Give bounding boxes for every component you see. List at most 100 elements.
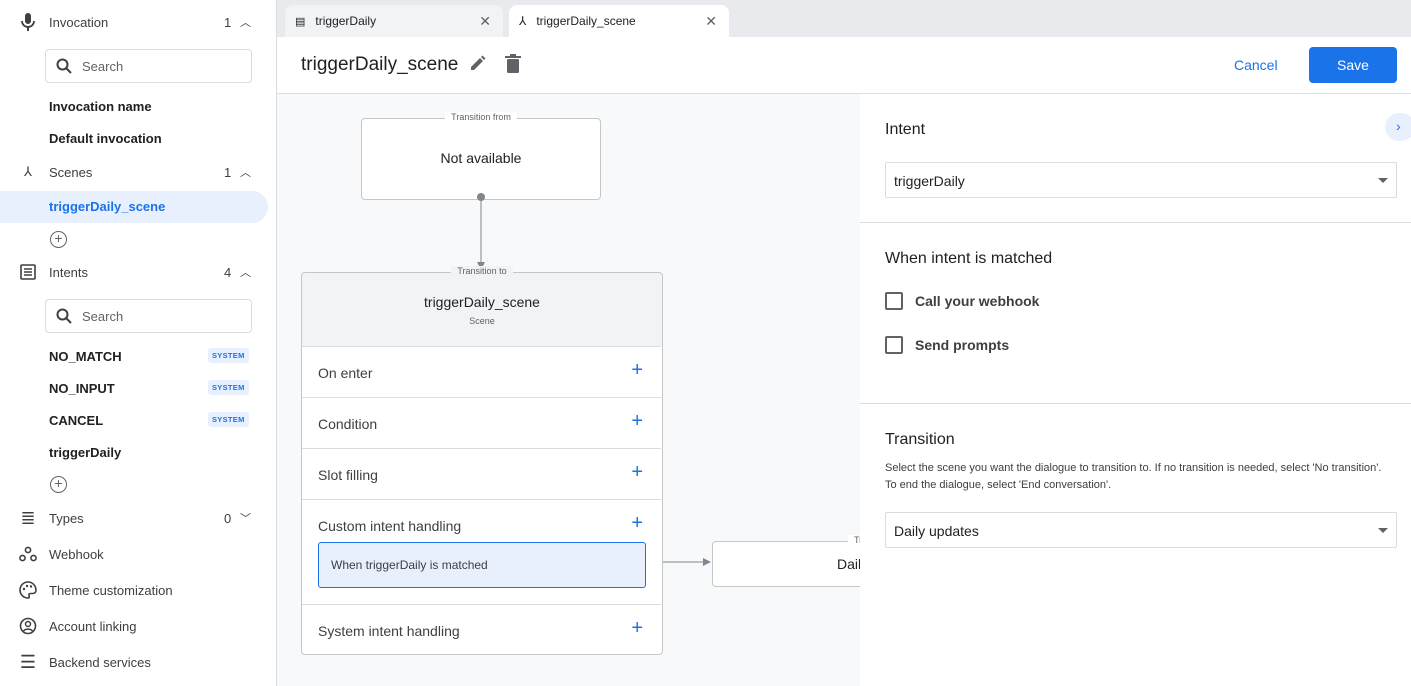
sidebar-item-triggerdaily-scene[interactable]: triggerDaily_scene bbox=[49, 199, 166, 214]
transition-target-value: Dail bbox=[837, 556, 860, 572]
tab-triggerdaily-scene[interactable]: ⅄ triggerDaily_scene ✕ bbox=[509, 5, 729, 37]
sidebar-item-selected-bg bbox=[0, 191, 268, 223]
sidebar-item-theme-customization[interactable]: Theme customization bbox=[0, 575, 276, 605]
delete-trash-icon[interactable] bbox=[505, 54, 521, 78]
row-condition[interactable]: Condition + bbox=[302, 397, 661, 448]
scene-card: Transition to triggerDaily_scene Scene O… bbox=[301, 266, 663, 655]
sidebar-item-cancel[interactable]: CANCEL bbox=[49, 413, 104, 428]
intent-list-icon bbox=[18, 262, 38, 282]
backend-settings-icon: ☰ bbox=[19, 651, 37, 672]
divider bbox=[860, 403, 1411, 404]
add-plus-icon[interactable]: + bbox=[631, 410, 643, 432]
sidebar-item-invocation-name[interactable]: Invocation name bbox=[49, 99, 152, 114]
add-scene-icon[interactable]: + bbox=[50, 231, 67, 248]
invocation-search-input[interactable]: Search bbox=[45, 49, 252, 83]
row-label: Slot filling bbox=[318, 467, 378, 483]
row-label: On enter bbox=[318, 365, 373, 381]
section-label: Scenes bbox=[49, 164, 93, 180]
intent-details-panel: › Intent triggerDaily When intent is mat… bbox=[860, 94, 1411, 686]
scene-icon: ⅄ bbox=[519, 14, 527, 28]
intent-select[interactable]: triggerDaily bbox=[885, 162, 1397, 198]
scene-canvas: Transition from Not available Transition… bbox=[277, 94, 860, 686]
sidebar-item-no-match[interactable]: NO_MATCH bbox=[49, 349, 122, 364]
sidebar-item-account-linking[interactable]: Account linking bbox=[0, 611, 276, 641]
row-custom-intent-handling[interactable]: Custom intent handling + When triggerDail… bbox=[302, 499, 661, 604]
chevron-up-icon[interactable]: ︿ bbox=[240, 167, 251, 179]
intent-handler-item[interactable]: When triggerDaily is matched bbox=[318, 542, 646, 588]
tab-label: triggerDaily_scene bbox=[536, 14, 636, 28]
chevron-up-icon[interactable]: ︿ bbox=[240, 267, 251, 279]
search-icon bbox=[56, 58, 72, 74]
section-count: 4 bbox=[224, 264, 232, 280]
transition-select[interactable]: Daily updates bbox=[885, 512, 1397, 548]
sidebar-item-triggerdaily[interactable]: triggerDaily bbox=[49, 445, 122, 460]
types-list-icon: ≣ bbox=[20, 507, 36, 528]
save-button[interactable]: Save bbox=[1309, 47, 1397, 83]
sidebar: Invocation 1 ︿ Search Invocation name De… bbox=[0, 0, 277, 686]
system-badge: SYSTEM bbox=[208, 348, 249, 363]
page-header: triggerDaily_scene Cancel Save bbox=[277, 37, 1411, 94]
tab-triggerdaily[interactable]: ▤ triggerDaily ✕ bbox=[285, 5, 503, 37]
card-legend: Tr bbox=[848, 535, 860, 545]
sidebar-item-no-input[interactable]: NO_INPUT bbox=[49, 381, 115, 396]
chevron-up-icon[interactable]: ︿ bbox=[240, 17, 251, 29]
row-label: Custom intent handling bbox=[318, 518, 462, 534]
search-placeholder: Search bbox=[82, 308, 124, 324]
transition-target-card[interactable]: Tr Dail bbox=[712, 535, 860, 587]
nav-label: Backend services bbox=[49, 654, 151, 670]
checkbox-label: Send prompts bbox=[915, 337, 1010, 353]
add-plus-icon[interactable]: + bbox=[631, 617, 643, 639]
section-label: Invocation bbox=[49, 14, 109, 30]
row-label: Condition bbox=[318, 416, 378, 432]
nav-label: Account linking bbox=[49, 618, 137, 634]
search-placeholder: Search bbox=[82, 58, 124, 74]
sidebar-section-scenes[interactable]: ⅄ Scenes 1 ︿ bbox=[0, 157, 276, 187]
sidebar-item-webhook[interactable]: Webhook bbox=[0, 539, 276, 569]
tab-label: triggerDaily bbox=[315, 14, 377, 28]
add-plus-icon[interactable]: + bbox=[631, 512, 643, 534]
sidebar-section-invocation[interactable]: Invocation 1 ︿ bbox=[0, 7, 276, 37]
close-icon[interactable]: ✕ bbox=[479, 12, 491, 29]
dropdown-arrow-icon bbox=[1378, 178, 1388, 183]
section-count: 1 bbox=[224, 14, 232, 30]
section-count: 0 bbox=[224, 510, 232, 526]
transition-from-value: Not available bbox=[440, 150, 522, 166]
transition-select-value: Daily updates bbox=[894, 523, 979, 539]
scene-merge-icon: ⅄ bbox=[24, 164, 32, 179]
add-plus-icon[interactable]: + bbox=[631, 461, 643, 483]
sidebar-section-types[interactable]: ≣ Types 0 ﹀ bbox=[0, 503, 276, 533]
sidebar-item-backend-services[interactable]: ☰ Backend services bbox=[0, 647, 276, 677]
cancel-button[interactable]: Cancel bbox=[1234, 57, 1278, 73]
microphone-icon bbox=[18, 12, 38, 32]
transition-description: Select the scene you want the dialogue t… bbox=[885, 462, 1382, 491]
row-system-intent-handling[interactable]: System intent handling+ bbox=[302, 604, 661, 655]
add-intent-icon[interactable]: + bbox=[50, 476, 67, 493]
system-badge: SYSTEM bbox=[208, 380, 249, 395]
close-icon[interactable]: ✕ bbox=[705, 12, 717, 29]
account-circle-icon bbox=[18, 616, 38, 636]
sidebar-section-intents[interactable]: Intents 4 ︿ bbox=[0, 257, 276, 287]
system-badge: SYSTEM bbox=[208, 412, 249, 427]
row-on-enter[interactable]: On enter + bbox=[302, 346, 661, 397]
divider bbox=[860, 222, 1411, 223]
sidebar-item-default-invocation[interactable]: Default invocation bbox=[49, 131, 162, 146]
chevron-right-icon[interactable]: › bbox=[1385, 113, 1411, 141]
row-slot-filling[interactable]: Slot filling + bbox=[302, 448, 661, 499]
call-webhook-checkbox[interactable]: Call your webhook bbox=[885, 292, 1039, 310]
transition-from-card: Transition from Not available bbox=[361, 112, 601, 200]
intents-search-input[interactable]: Search bbox=[45, 299, 252, 333]
dropdown-arrow-icon bbox=[1378, 528, 1388, 533]
checkbox-icon[interactable] bbox=[885, 292, 903, 310]
card-legend: Transition to bbox=[451, 266, 513, 276]
edit-pencil-icon[interactable] bbox=[469, 54, 487, 77]
scene-subtitle: Scene bbox=[469, 316, 495, 326]
send-prompts-checkbox[interactable]: Send prompts bbox=[885, 336, 1009, 354]
nav-label: Webhook bbox=[49, 546, 104, 562]
add-plus-icon[interactable]: + bbox=[631, 359, 643, 381]
intent-icon: ▤ bbox=[295, 15, 306, 28]
chevron-down-icon[interactable]: ﹀ bbox=[240, 513, 251, 525]
checkbox-label: Call your webhook bbox=[915, 293, 1040, 309]
search-icon bbox=[56, 308, 72, 324]
page-title: triggerDaily_scene bbox=[301, 54, 459, 75]
checkbox-icon[interactable] bbox=[885, 336, 903, 354]
